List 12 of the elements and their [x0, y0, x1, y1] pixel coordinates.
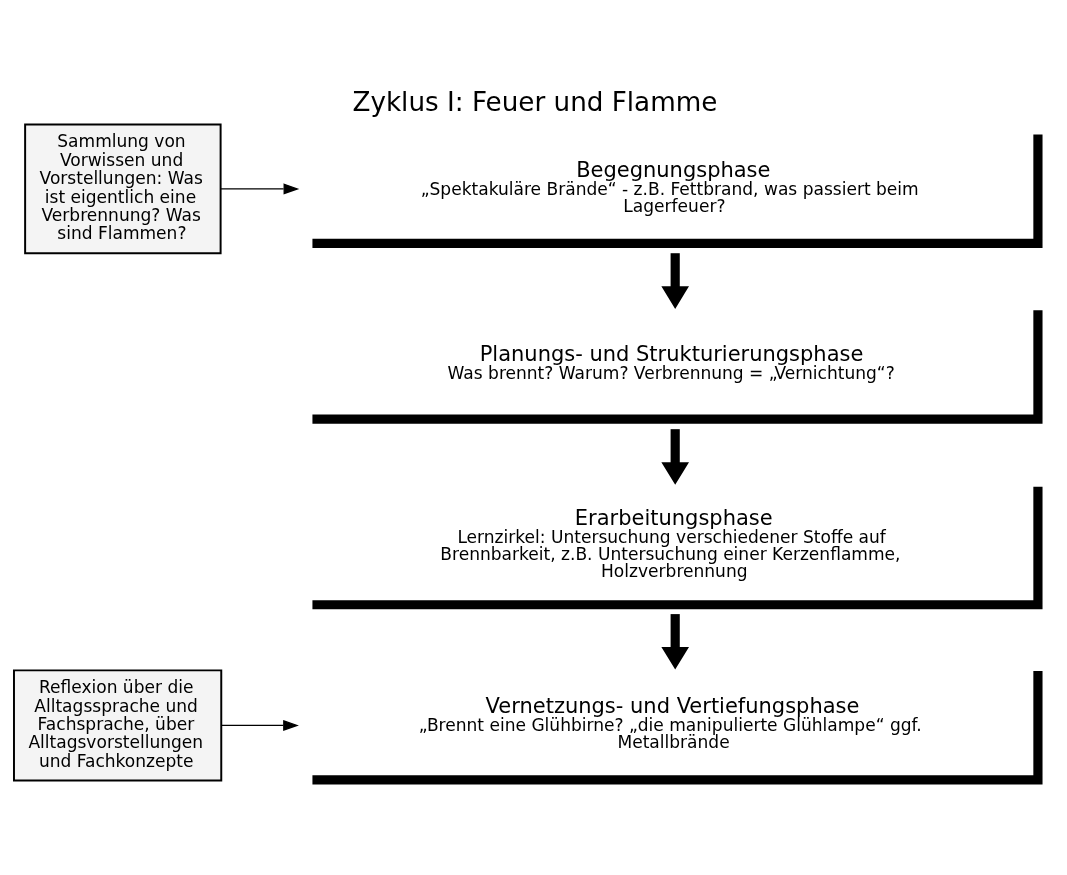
node-box: Sammlung von Vorwissen und Vorstellungen: Was ist eigentlich eine Verbrennung? Was sind Flammen? — [24, 123, 222, 255]
arrow — [220, 719, 299, 731]
arrow — [661, 253, 689, 309]
arrow — [661, 614, 689, 670]
arrow — [661, 429, 689, 485]
arrow — [220, 183, 300, 195]
diagram-title: Zyklus I: Feuer und Flamme — [352, 87, 718, 118]
node-text: Begegnungsphase „Spektakuläre Brände“ - z.B. Fettbrand, was passiert beim Lagerfeuer? — [420, 157, 919, 216]
node-text: Erarbeitungsphase Lernzirkel: Untersuchung verschiedener Stoffe auf Brennbarkeit, z.B. Untersuchung einer Kerzenflamme, Holzverbrennung — [440, 506, 901, 582]
node-box: Reflexion über die Alltagssprache und Fachsprache, über Alltagsvorstellungen und Fachkonzepte — [13, 669, 223, 782]
node-text: Planungs- und Strukturierungsphase Was brennt? Warum? Verbrennung = „Vernichtung“? — [447, 342, 895, 383]
node-text: Vernetzungs- und Vertiefungsphase „Brennt eine Glühbirne? „die manipulierte Glühlampe“ ggf. Metallbrände — [418, 694, 922, 753]
